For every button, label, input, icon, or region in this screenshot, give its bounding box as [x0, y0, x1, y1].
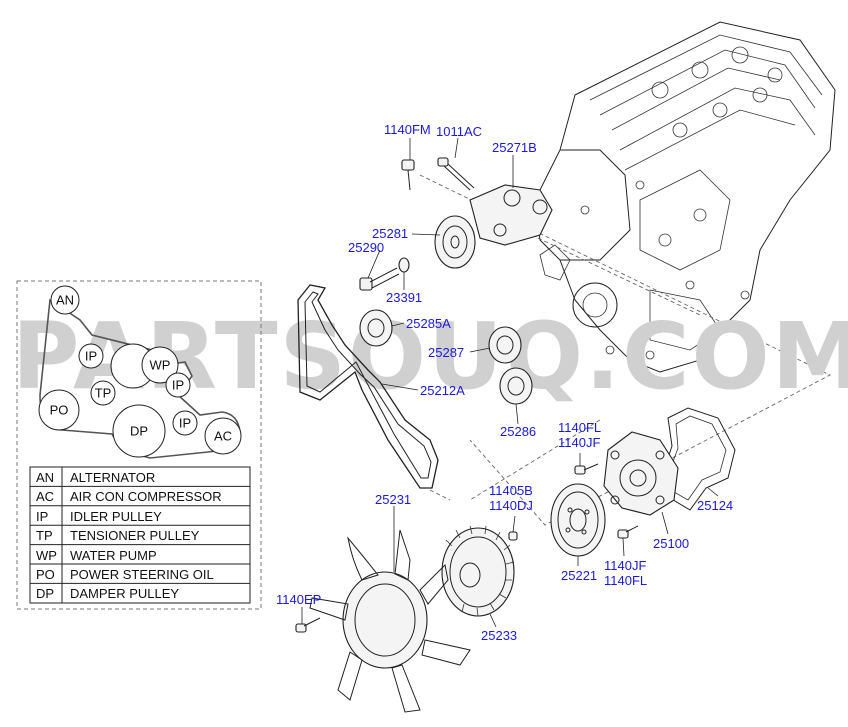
belt-node-wp-ring	[141, 346, 179, 384]
cooling-fan-25231-drawing	[309, 529, 471, 713]
leader-lines	[301, 137, 719, 628]
part-label-25281[interactable]: 25281	[372, 226, 408, 241]
bolt-11405b-drawing	[508, 531, 518, 541]
part-label-1140FL-top[interactable]: 1140FL	[558, 420, 601, 435]
reference-line-2	[429, 419, 601, 501]
part-label-25221[interactable]: 25221	[561, 568, 597, 583]
belt-node-ac	[204, 417, 242, 455]
belt-node-ac-label: AC	[214, 429, 232, 444]
part-label-25271B[interactable]: 25271B	[492, 140, 537, 155]
part-label-1140JF-top[interactable]: 1140JF	[558, 435, 600, 450]
belt-routing-schematic: AN IP WP IP TP PO DP IP AC	[38, 285, 242, 459]
bolt-25290-drawing	[359, 267, 400, 291]
part-label-1140EP[interactable]: 1140EP	[276, 592, 321, 607]
legend-desc: ALTERNATOR	[70, 470, 155, 485]
belt-node-ip-3-label: IP	[179, 416, 191, 431]
belt-node-dp-label: DP	[130, 424, 148, 439]
water-pump-pulley-25221-drawing	[550, 483, 606, 557]
legend-code: DP	[36, 586, 54, 601]
belt-node-wp-text: WP	[150, 358, 171, 373]
part-label-25124[interactable]: 25124	[697, 498, 733, 513]
bolt-1140fl-drawing	[574, 463, 599, 475]
belt-node-dp	[112, 404, 166, 458]
legend-desc: IDLER PULLEY	[70, 509, 162, 524]
bolt-1011ac-drawing	[437, 157, 475, 191]
belt-node-an	[50, 285, 80, 315]
legend-code: AC	[36, 489, 54, 504]
tensioner-pulley-drawing	[434, 215, 476, 269]
legend-desc: WATER PUMP	[70, 548, 157, 563]
legend-code: WP	[36, 548, 57, 563]
bolt-1140jf-drawing	[617, 525, 639, 539]
drive-belt-drawing	[297, 284, 439, 489]
tensioner-assembly-drawing	[469, 184, 553, 246]
belt-node-an-label: AN	[56, 293, 74, 308]
part-label-1140FL-bottom[interactable]: 1140FL	[604, 573, 647, 588]
bolt-1140ep-drawing	[295, 617, 321, 633]
part-label-25231[interactable]: 25231	[375, 492, 411, 507]
legend-code: IP	[36, 509, 48, 524]
legend-code: AN	[36, 470, 54, 485]
belt-node-ip-1	[78, 343, 104, 369]
part-label-25100[interactable]: 25100	[653, 536, 689, 551]
part-label-25285A[interactable]: 25285A	[406, 316, 451, 331]
part-label-23391[interactable]: 23391	[386, 290, 422, 305]
engine-block-drawing	[534, 21, 836, 373]
part-label-1011AC[interactable]: 1011AC	[436, 124, 482, 139]
belt-node-ip-1-label: IP	[85, 349, 97, 364]
legend-code: TP	[36, 528, 53, 543]
part-label-11405B[interactable]: 11405B	[489, 483, 533, 498]
belt-node-tp-label: TP	[95, 386, 112, 401]
legend-desc: TENSIONER PULLEY	[70, 528, 200, 543]
belt-node-po-label: PO	[50, 403, 69, 418]
part-label-25212A[interactable]: 25212A	[420, 383, 465, 398]
legend-desc: POWER STEERING OIL	[70, 567, 214, 582]
idler-pulley-25286-drawing	[499, 367, 533, 405]
bolt-1140fm-drawing	[401, 159, 415, 191]
reference-outline	[419, 174, 831, 526]
part-label-25233[interactable]: 25233	[481, 628, 517, 643]
belt-node-tp	[90, 380, 116, 406]
legend-desc: DAMPER PULLEY	[70, 586, 179, 601]
water-pump-25100-drawing	[603, 431, 679, 516]
belt-node-ip-2-label: IP	[172, 378, 184, 393]
part-label-25287[interactable]: 25287	[428, 345, 464, 360]
belt-routing-panel	[16, 280, 262, 610]
part-label-1140JF-bottom[interactable]: 1140JF	[604, 558, 646, 573]
part-label-1140FM[interactable]: 1140FM	[384, 122, 431, 137]
belt-node-po	[38, 389, 80, 431]
belt-node-ip-2	[165, 372, 191, 398]
legend-desc: AIR CON COMPRESSOR	[70, 489, 222, 504]
part-label-25290[interactable]: 25290	[348, 240, 384, 255]
washer-23391-drawing	[398, 257, 410, 273]
legend-table: AN ALTERNATOR AC AIR CON COMPRESSOR IP I…	[29, 466, 251, 604]
legend-code: PO	[36, 567, 55, 582]
idler-pulley-25285a-drawing	[359, 309, 393, 347]
idler-pulley-25287-drawing	[488, 326, 522, 364]
part-label-25286[interactable]: 25286	[500, 424, 536, 439]
fan-clutch-25233-drawing	[441, 525, 515, 617]
belt-node-ip-3	[172, 410, 198, 436]
part-label-1140DJ[interactable]: 1140DJ	[489, 498, 533, 513]
